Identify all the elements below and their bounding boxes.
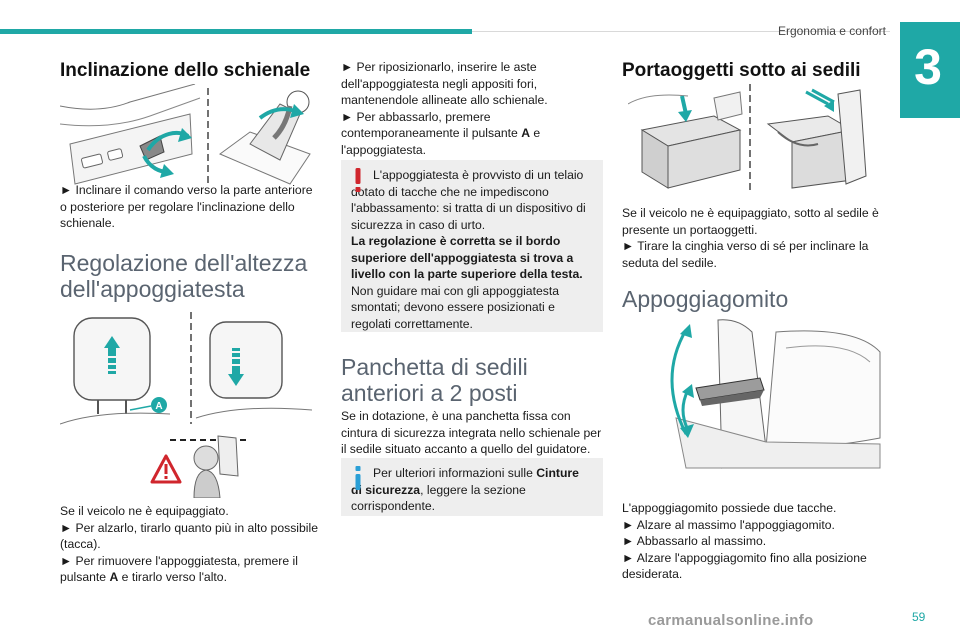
header-accent-bar	[0, 29, 472, 34]
warning-text2: Non guidare mai con gli appoggiatesta sm…	[351, 283, 560, 331]
under-seat-storage-illustration	[628, 84, 867, 192]
button-a-label: A	[155, 401, 162, 412]
info-box: Per ulteriori informazioni sulle Cinture…	[341, 458, 603, 516]
heading-headrest-height-line1: Regolazione dell'altezza	[60, 250, 308, 276]
headrest-reinstall-line2-button: A	[521, 126, 531, 140]
headrest-reinstall-line2-c: e l'appoggiatesta.	[341, 126, 541, 157]
headrest-text-line3: ► Per rimuovere l'appoggiatesta, premere…	[60, 553, 322, 586]
headrest-reinstall-line1: ► Per riposizionarlo, inserire le aste d…	[341, 60, 548, 107]
armrest-text: L'appoggiagomito possiede due tacche. ► …	[622, 500, 884, 583]
headrest-illustration: A	[60, 312, 312, 498]
headrest-text-line1: Se il veicolo ne è equipaggiato.	[60, 504, 229, 518]
armrest-text-line4: ► Alzare l'appoggiagomito fino alla posi…	[622, 550, 867, 582]
heading-armrest: Appoggiagomito	[622, 286, 789, 312]
header-rule	[472, 31, 890, 32]
section-title: Ergonomia e confort	[777, 24, 886, 38]
info-text-a: Per ulteriori informazioni sulle	[373, 466, 537, 480]
headrest-reinstall-text: ► Per riposizionarlo, inserire le aste d…	[341, 59, 597, 158]
headrest-text-line2: ► Per alzarlo, tirarlo quanto più in alt…	[60, 520, 318, 552]
headrest-text: Se il veicolo ne è equipaggiato. ► Per a…	[60, 503, 322, 586]
armrest-text-line1: L'appoggiagomito possiede due tacche.	[622, 501, 837, 515]
heading-front-bench: Panchetta di sedili anteriori a 2 posti	[341, 354, 601, 406]
armrest-text-line2: ► Alzare al massimo l'appoggiagomito.	[622, 517, 835, 532]
heading-headrest-height-line2: dell'appoggiatesta	[60, 276, 245, 302]
chapter-tab	[900, 22, 960, 118]
info-icon	[355, 466, 361, 490]
headrest-text-line3-c: e tirarlo verso l'alto.	[118, 570, 227, 584]
chapter-number: 3	[914, 39, 942, 95]
watermark: carmanualsonline.info	[648, 612, 814, 629]
storage-text-line2: ► Tirare la cinghia verso di sé per incl…	[622, 239, 869, 270]
info-text-link: Cinture di sicurezza	[351, 466, 579, 497]
heading-backrest-tilt: Inclinazione dello schienale	[60, 60, 311, 81]
armrest-text-line3: ► Abbassarlo al massimo.	[622, 534, 767, 548]
warning-bold: La regolazione è corretta se il bordo su…	[351, 234, 583, 281]
backrest-tilt-text: ► Inclinare il comando verso la parte an…	[60, 183, 313, 230]
heading-front-bench-line2: anteriori a 2 posti	[341, 380, 518, 406]
headrest-text-line3-button: A	[109, 570, 119, 584]
headrest-text-line3-a: ► Per rimuovere l'appoggiatesta, premere…	[60, 553, 298, 585]
warning-exclamation-icon	[355, 168, 361, 192]
armrest-illustration	[670, 319, 881, 469]
storage-text-line1: Se il veicolo ne è equipaggiato, sotto a…	[622, 206, 879, 237]
heading-front-bench-line1: Panchetta di sedili	[341, 354, 528, 380]
heading-headrest-height: Regolazione dell'altezza dell'appoggiate…	[60, 250, 320, 302]
warning-text1: L'appoggiatesta è provvisto di un telaio…	[351, 168, 586, 232]
info-text-c: , leggere la sezione corrispondente.	[351, 482, 526, 514]
storage-text: Se il veicolo ne è equipaggiato, sotto a…	[622, 205, 884, 271]
headrest-reinstall-line2: ► Per abbassarlo, premere contemporaneam…	[341, 109, 597, 159]
page-number: 59	[912, 610, 926, 624]
heading-under-seat-storage: Portaoggetti sotto ai sedili	[622, 60, 861, 81]
front-bench-text: Se in dotazione, è una panchetta fissa c…	[341, 409, 602, 456]
headrest-reinstall-line2-a: ► Per abbassarlo, premere contemporaneam…	[341, 109, 522, 141]
backrest-tilt-illustration	[60, 84, 311, 185]
warning-box: L'appoggiatesta è provvisto di un telaio…	[341, 160, 603, 332]
info-text: Per ulteriori informazioni sulle Cinture…	[351, 465, 593, 515]
